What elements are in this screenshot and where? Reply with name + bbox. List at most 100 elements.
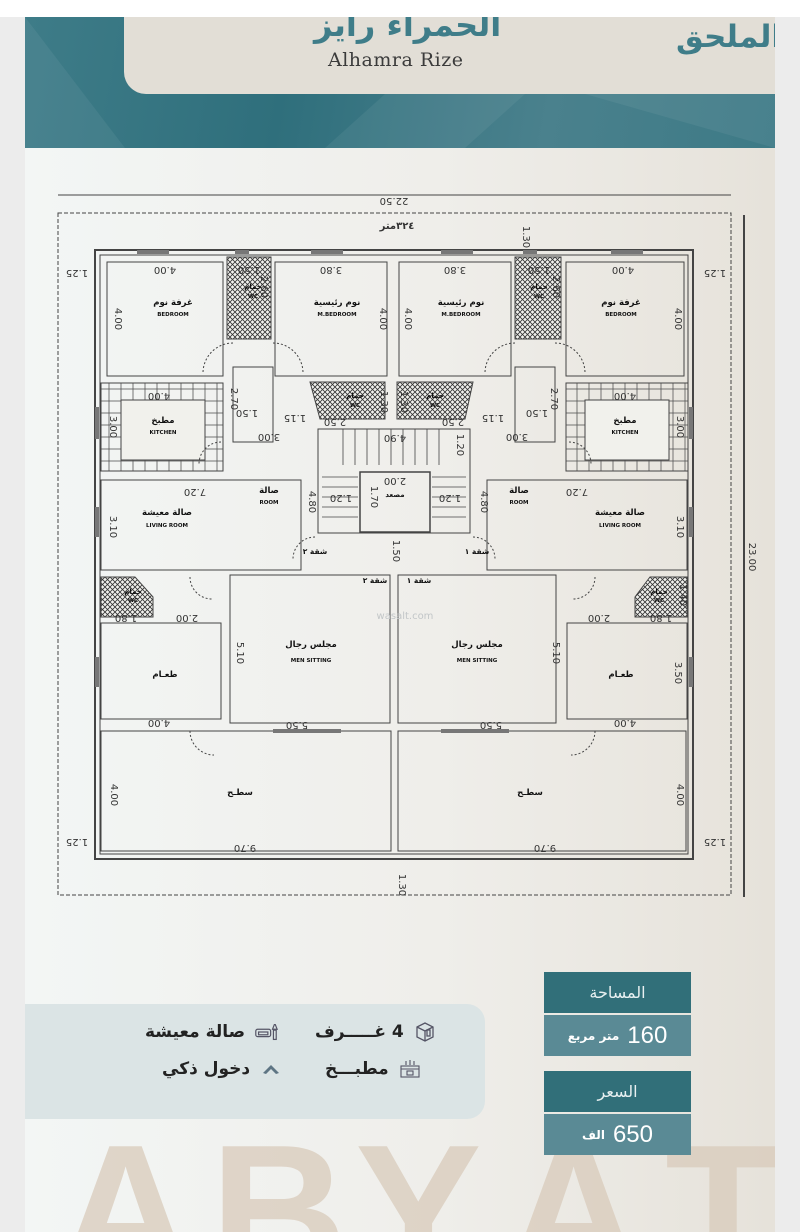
room-label-en: BEDROOM <box>605 312 637 318</box>
dim: 4.00 <box>614 717 636 728</box>
room-label-ar: مجلس رجال <box>451 640 502 650</box>
apartment-door-label: شقة ١ <box>465 547 490 556</box>
dim: 1.70 <box>368 486 379 508</box>
watermark-letter: A <box>57 1106 195 1232</box>
feature-rooms-label: 4 غـــــرف <box>315 1022 404 1042</box>
room-label-en: WC <box>654 598 664 604</box>
dim: 1.80 <box>115 612 137 623</box>
dim: 2.60 <box>258 276 269 298</box>
room-label-ar: سطـح <box>227 788 253 798</box>
dim: 2.00 <box>176 612 198 623</box>
apartment-door-label: شقة ٢ <box>363 576 388 585</box>
room-label-ar: صالة معيشة <box>595 508 645 518</box>
dim: 4.00 <box>674 784 685 806</box>
dim: 2.70 <box>548 388 559 410</box>
room-label-ar: مطبخ <box>151 416 174 426</box>
plot-area-label: ٣٢٤متر <box>379 221 415 232</box>
dim: 3.00 <box>506 431 528 442</box>
dim: 9.70 <box>234 842 256 853</box>
project-name-en: Alhamra Rize <box>328 49 464 71</box>
dim: 3.80 <box>444 264 466 275</box>
area-label: المساحة <box>544 972 691 1013</box>
feature-kitchen-label: مطبـــخ <box>325 1059 389 1079</box>
price-value-box: 650 الف <box>544 1114 691 1155</box>
dim-setback: 1.25 <box>704 836 726 847</box>
dim: 4.80 <box>306 491 317 513</box>
watermark-letter: B <box>210 1106 348 1232</box>
dim: 4.80 <box>478 491 489 513</box>
room-label-ar: حمام <box>426 392 444 400</box>
source-watermark: wasalt.com <box>377 611 434 622</box>
feature-rooms: 4 غـــــرف <box>315 1019 438 1045</box>
dim: 4.00 <box>154 264 176 275</box>
room-label-ar: نوم رئيسية <box>438 298 485 308</box>
room-label-en: LIVING ROOM <box>146 523 188 529</box>
dim-setback: 1.25 <box>66 836 88 847</box>
dim: 1.50 <box>528 264 550 275</box>
dim: 1.80 <box>650 612 672 623</box>
dim: 3.00 <box>107 416 118 438</box>
dim: 2.00 <box>384 475 406 486</box>
feature-living-label: صالة معيشة <box>145 1022 246 1042</box>
dim: 3.80 <box>320 264 342 275</box>
room-label-ar: طعـام <box>152 670 177 680</box>
title-panel: الحمراء رايز Alhamra Rize الملحق <box>124 17 775 94</box>
dim: 1.40 <box>677 584 688 606</box>
dim: 4.00 <box>612 264 634 275</box>
dim: 1.50 <box>526 407 548 418</box>
dim-setback-top: 1.30 <box>520 226 531 248</box>
dim: 5.10 <box>234 642 245 664</box>
status-strip <box>0 0 800 17</box>
dim-setback-bottom: 1.30 <box>396 874 407 896</box>
feature-smart-entry: دخول ذكي <box>162 1056 284 1082</box>
dim: 1.30 <box>398 391 409 413</box>
dim: 4.00 <box>672 308 683 330</box>
room-label-ar: حمام <box>346 392 364 400</box>
dim: 2.50 <box>324 416 346 427</box>
room-label-en: ROOM <box>509 500 528 506</box>
room-label-en: KITCHEN <box>149 430 176 436</box>
room-label-ar: صالة <box>259 486 279 496</box>
dim: 1.20 <box>330 492 352 503</box>
room-label-ar: مجلس رجال <box>285 640 336 650</box>
dim: 3.50 <box>672 662 683 684</box>
area-stat: المساحة 160 متر مربع <box>544 972 691 1056</box>
chevron-up-icon <box>258 1056 284 1082</box>
dim: 4.00 <box>112 308 123 330</box>
dim-setback: 1.25 <box>66 267 88 278</box>
dim: 1.50 <box>238 264 260 275</box>
apartment-door-label: شقة ٢ <box>303 547 328 556</box>
dim: 1.15 <box>284 412 306 423</box>
room-label-ar: صالة معيشة <box>142 508 192 518</box>
room-label-en: M.BEDROOM <box>441 312 480 318</box>
dim: 4.00 <box>148 390 170 401</box>
dim: 4.00 <box>377 308 388 330</box>
dim: 1.20 <box>439 492 461 503</box>
dim: 1.15 <box>482 412 504 423</box>
dim: 5.50 <box>286 719 308 730</box>
floor-plan: 22.50 23.00 ٣٢٤متر 1.30 1.30 1.25 1.25 1… <box>57 194 757 897</box>
room-label-ar: نوم رئيسية <box>314 298 361 308</box>
room-label-en: BEDROOM <box>157 312 189 318</box>
dim: 3.10 <box>107 516 118 538</box>
dim: 1.30 <box>378 391 389 413</box>
dim: 2.70 <box>228 388 239 410</box>
dim: 9.70 <box>534 842 556 853</box>
area-unit: متر مربع <box>567 1028 620 1043</box>
sofa-lamp-icon <box>253 1019 279 1045</box>
watermark-letter: Y <box>355 1106 482 1232</box>
area-value: 160 <box>627 1021 668 1049</box>
feature-living: صالة معيشة <box>145 1019 279 1045</box>
dim: 1.50 <box>390 540 401 562</box>
dim: 1.20 <box>454 434 465 456</box>
room-label-ar: غرفة نوم <box>153 298 193 308</box>
room-label-en: WC <box>248 294 258 300</box>
feature-smart-entry-label: دخول ذكي <box>162 1059 251 1079</box>
room-label-ar: صالة <box>509 486 529 496</box>
room-cube-icon <box>412 1019 438 1045</box>
dim: 4.00 <box>402 308 413 330</box>
room-label-ar: طعـام <box>608 670 633 680</box>
listing-card: الحمراء رايز Alhamra Rize الملحق A B Y A… <box>25 17 775 1232</box>
room-label-ar: مصعد <box>385 491 404 499</box>
room-label-ar: غرفة نوم <box>601 298 641 308</box>
